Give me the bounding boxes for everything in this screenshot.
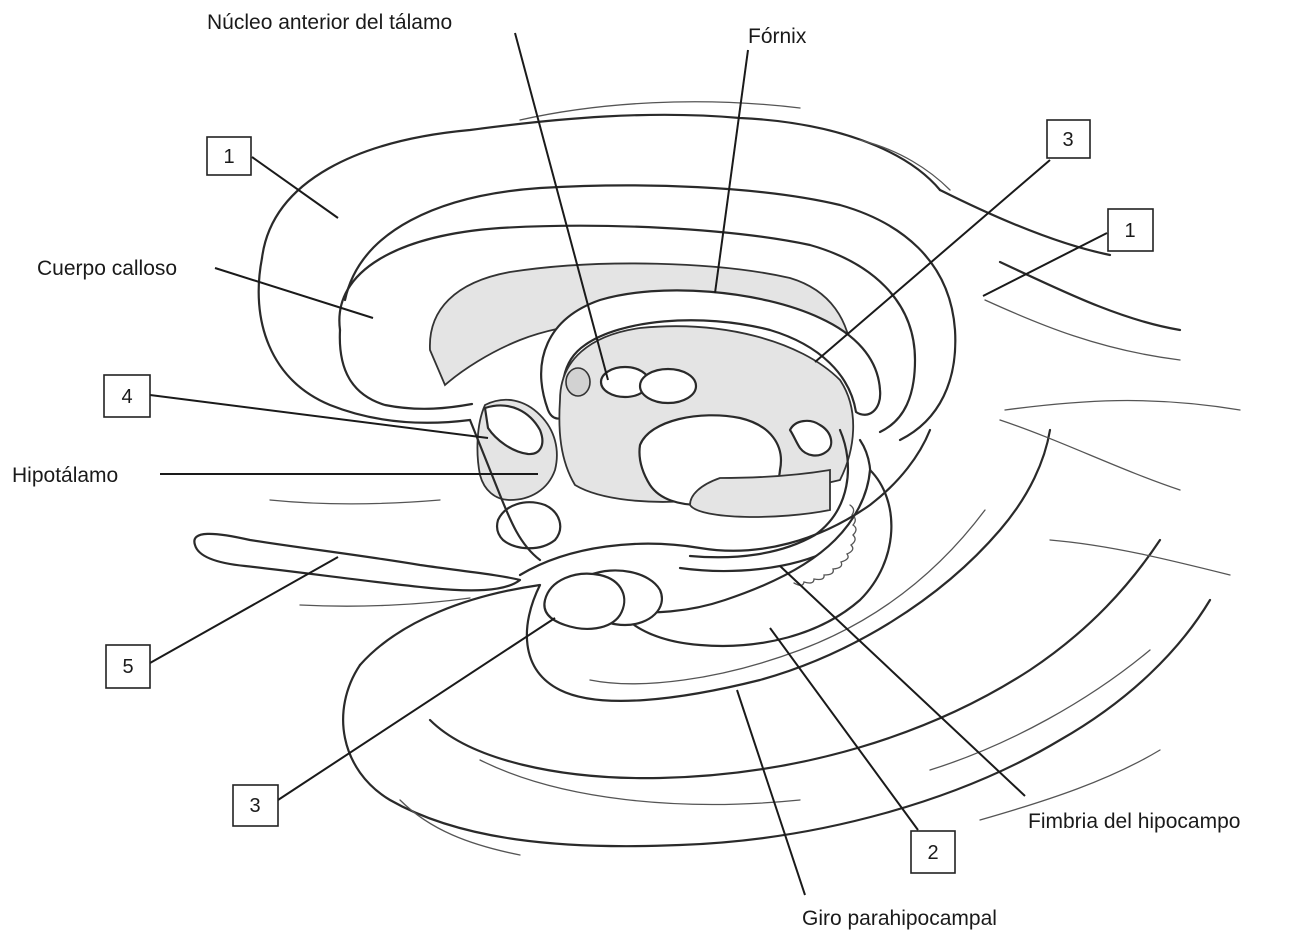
leader-box-4 (150, 395, 488, 438)
temporal-gyrus-3 (1000, 420, 1230, 575)
number-box-3-bottom: 3 (233, 785, 278, 826)
cortex-surface-right-2 (985, 300, 1240, 410)
mammillothalamic-tract (566, 368, 590, 396)
number-1-left: 1 (223, 146, 234, 168)
number-5: 5 (122, 656, 133, 678)
leader-box-5 (150, 557, 338, 663)
label-fornix: Fórnix (748, 25, 807, 48)
label-hipotalamo: Hipotálamo (12, 464, 118, 487)
leader-cuerpo-calloso (215, 268, 373, 318)
label-nucleo-anterior: Núcleo anterior del tálamo (207, 11, 452, 34)
number-box-3-top: 3 (1047, 120, 1090, 158)
temporal-gyrus-2 (480, 650, 1150, 804)
brain-illustration (194, 102, 1240, 855)
leader-fimbria (780, 566, 1025, 796)
label-fimbria: Fimbria del hipocampo (1028, 810, 1240, 833)
leader-giro-parahipocampal (737, 690, 805, 895)
uncus-hook (544, 574, 624, 629)
number-3-bottom: 3 (249, 795, 260, 817)
number-1-right: 1 (1124, 220, 1135, 242)
number-box-1-right: 1 (1108, 209, 1153, 251)
label-giro-parahipocampal: Giro parahipocampal (802, 907, 997, 930)
leader-box-1-left (252, 157, 338, 218)
number-4: 4 (121, 386, 132, 408)
number-box-2: 2 (911, 831, 955, 873)
number-2: 2 (927, 842, 938, 864)
number-3-top: 3 (1062, 129, 1073, 151)
olfactory-tract (194, 534, 520, 591)
leader-box-3-bottom (278, 618, 555, 800)
leader-fornix (715, 50, 748, 293)
leader-box-2 (770, 628, 918, 830)
interthalamic-adhesion (640, 369, 696, 403)
number-box-1-left: 1 (207, 137, 251, 175)
label-cuerpo-calloso: Cuerpo calloso (37, 257, 177, 280)
leader-box-1-right (983, 233, 1107, 296)
number-box-5: 5 (106, 645, 150, 688)
number-box-4: 4 (104, 375, 150, 417)
